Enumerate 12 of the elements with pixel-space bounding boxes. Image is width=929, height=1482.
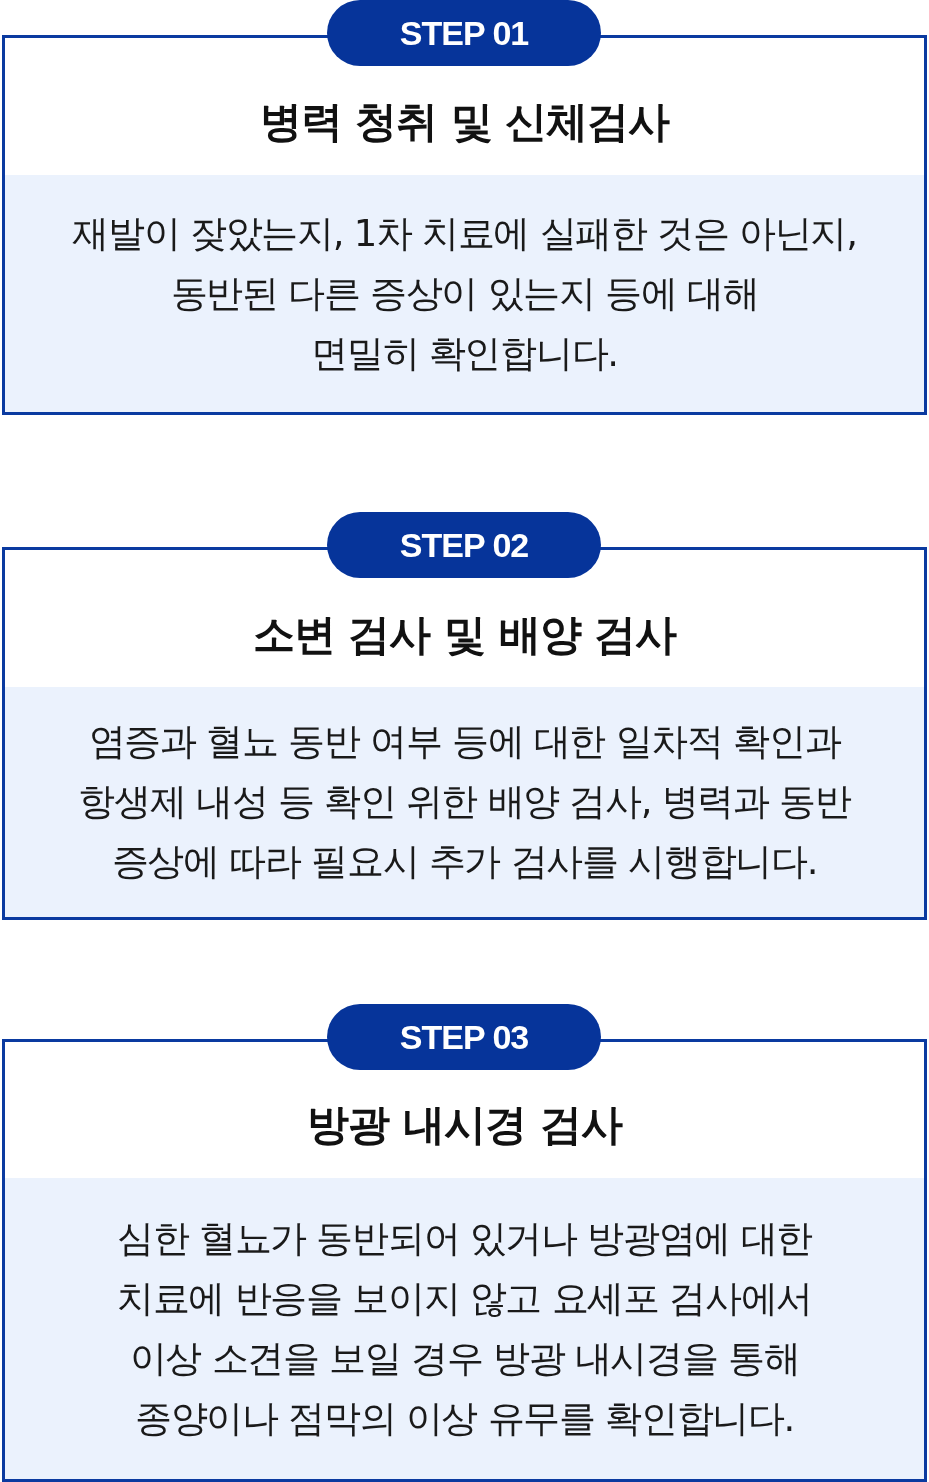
description-text: 재발이 잦았는지, 1차 치료에 실패한 것은 아닌지, 동반된 다른 증상이 있는지 등에 대해 면밀히 확인합니다. [72, 210, 857, 377]
step-heading: 방광 내시경 검사 [307, 1099, 622, 1151]
step-heading: 병력 청취 및 신체검사 [259, 96, 670, 148]
description-text: 심한 혈뇨가 동반되어 있거나 방광염에 대한 치료에 반응을 보이지 않고 요세포 검사에서 이상 소견을 보일 경우 방광 내시경을 통해 종양이나 점막의 이상 유무를 확인합니다. [117, 1215, 812, 1442]
step-badge: STEP 02 [327, 512, 601, 578]
step-badge: STEP 01 [327, 0, 601, 66]
step-heading: 소변 검사 및 배양 검사 [252, 609, 677, 661]
description-panel [5, 687, 924, 917]
description-text: 염증과 혈뇨 동반 여부 등에 대한 일차적 확인과 항생제 내성 등 확인 위한 배양 검사, 병력과 동반 증상에 따라 필요시 추가 검사를 시행합니다. [78, 719, 851, 885]
description-panel [5, 175, 924, 412]
description-panel [5, 1178, 924, 1479]
step-badge: STEP 03 [327, 1004, 601, 1070]
